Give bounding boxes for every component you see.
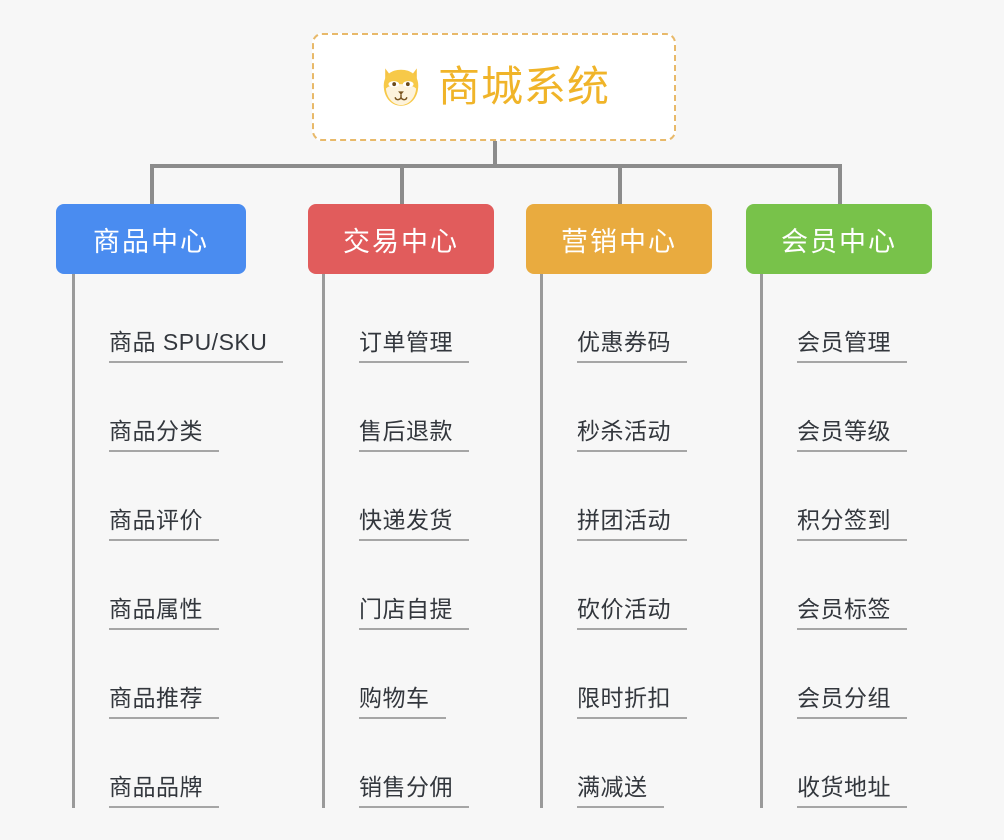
leaf-list-marketing-center: 优惠券码 秒杀活动 拼团活动 砍价活动 限时折扣 满减送: [540, 274, 712, 808]
category-box-member-center[interactable]: 会员中心: [746, 204, 932, 274]
leaf-item[interactable]: 会员标签: [763, 541, 932, 630]
root-node[interactable]: 商城系统: [312, 33, 676, 141]
leaf-item[interactable]: 购物车: [325, 630, 494, 719]
leaf-label: 会员分组: [797, 685, 907, 719]
leaf-label: 拼团活动: [577, 507, 687, 541]
leaf-label: 优惠券码: [577, 329, 687, 363]
leaf-item[interactable]: 积分签到: [763, 452, 932, 541]
category-box-product-center[interactable]: 商品中心: [56, 204, 246, 274]
leaf-label: 限时折扣: [577, 685, 687, 719]
branch-column-marketing-center: 营销中心 优惠券码 秒杀活动 拼团活动 砍价活动 限时折扣 满减送: [526, 204, 712, 808]
leaf-label: 满减送: [577, 774, 664, 808]
branch-column-product-center: 商品中心 商品 SPU/SKU 商品分类 商品评价 商品属性 商品推荐 商品品牌: [56, 204, 284, 808]
branch-column-member-center: 会员中心 会员管理 会员等级 积分签到 会员标签 会员分组 收货地址: [746, 204, 932, 808]
leaf-label: 商品品牌: [109, 774, 219, 808]
root-title: 商城系统: [437, 63, 610, 110]
leaf-item[interactable]: 会员分组: [763, 630, 932, 719]
branch-columns: 商品中心 商品 SPU/SKU 商品分类 商品评价 商品属性 商品推荐 商品品牌…: [0, 204, 1004, 840]
leaf-item[interactable]: 快递发货: [325, 452, 494, 541]
connector-stem: [493, 141, 497, 168]
leaf-item[interactable]: 门店自提: [325, 541, 494, 630]
leaf-label: 订单管理: [359, 329, 469, 363]
connector-drop-2: [400, 164, 404, 206]
leaf-label: 砍价活动: [577, 596, 687, 630]
branch-column-trade-center: 交易中心 订单管理 售后退款 快递发货 门店自提 购物车 销售分佣: [308, 204, 494, 808]
leaf-item[interactable]: 商品品牌: [75, 719, 246, 808]
leaf-label: 商品属性: [109, 596, 219, 630]
connector-drop-1: [150, 164, 154, 206]
leaf-item[interactable]: 订单管理: [325, 274, 494, 363]
leaf-label: 购物车: [359, 685, 446, 719]
leaf-list-product-center: 商品 SPU/SKU 商品分类 商品评价 商品属性 商品推荐 商品品牌: [72, 274, 284, 808]
connector-horizontal-bar: [150, 164, 842, 168]
leaf-label: 商品分类: [109, 418, 219, 452]
leaf-item[interactable]: 限时折扣: [543, 630, 712, 719]
leaf-item[interactable]: 会员等级: [763, 363, 932, 452]
leaf-label: 快递发货: [359, 507, 469, 541]
leaf-label: 销售分佣: [359, 774, 469, 808]
leaf-item[interactable]: 收货地址: [763, 719, 932, 808]
leaf-label: 收货地址: [797, 774, 907, 808]
leaf-item[interactable]: 秒杀活动: [543, 363, 712, 452]
leaf-label: 秒杀活动: [577, 418, 687, 452]
dog-face-icon: [383, 68, 419, 106]
leaf-label: 售后退款: [359, 418, 469, 452]
leaf-label: 商品评价: [109, 507, 219, 541]
leaf-item[interactable]: 商品 SPU/SKU: [75, 274, 284, 363]
leaf-item[interactable]: 销售分佣: [325, 719, 494, 808]
leaf-label: 商品 SPU/SKU: [109, 329, 284, 363]
leaf-item[interactable]: 售后退款: [325, 363, 494, 452]
leaf-label: 会员管理: [797, 329, 907, 363]
connector-drop-4: [838, 164, 842, 206]
leaf-label: 商品推荐: [109, 685, 219, 719]
leaf-list-trade-center: 订单管理 售后退款 快递发货 门店自提 购物车 销售分佣: [322, 274, 494, 808]
leaf-label: 会员等级: [797, 418, 907, 452]
leaf-item[interactable]: 商品属性: [75, 541, 246, 630]
leaf-item[interactable]: 商品推荐: [75, 630, 246, 719]
leaf-item[interactable]: 砍价活动: [543, 541, 712, 630]
leaf-item[interactable]: 商品分类: [75, 363, 246, 452]
leaf-label: 会员标签: [797, 596, 907, 630]
leaf-item[interactable]: 商品评价: [75, 452, 246, 541]
leaf-list-member-center: 会员管理 会员等级 积分签到 会员标签 会员分组 收货地址: [760, 274, 932, 808]
connector-drop-3: [618, 164, 622, 206]
category-box-marketing-center[interactable]: 营销中心: [526, 204, 712, 274]
leaf-item[interactable]: 拼团活动: [543, 452, 712, 541]
leaf-item[interactable]: 会员管理: [763, 274, 932, 363]
leaf-label: 积分签到: [797, 507, 907, 541]
leaf-item[interactable]: 满减送: [543, 719, 712, 808]
category-box-trade-center[interactable]: 交易中心: [308, 204, 494, 274]
leaf-item[interactable]: 优惠券码: [543, 274, 712, 363]
leaf-label: 门店自提: [359, 596, 469, 630]
